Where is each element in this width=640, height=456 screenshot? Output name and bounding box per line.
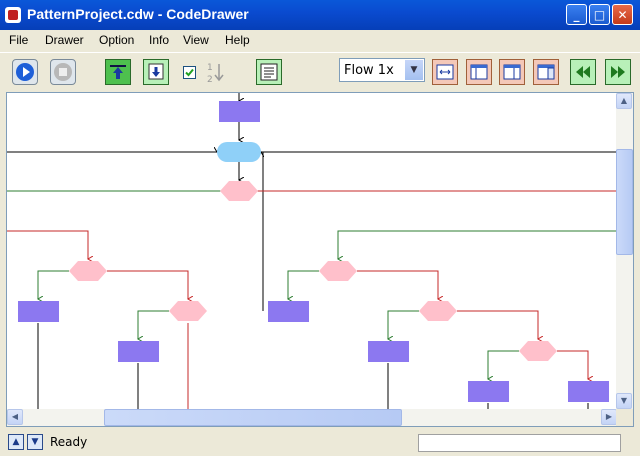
code-view-button[interactable] — [256, 59, 282, 85]
play-icon — [16, 63, 34, 81]
flowchart-diagram — [7, 93, 617, 409]
true-branch-line — [488, 350, 519, 379]
horizontal-scrollbar[interactable]: ◀ ▶ — [7, 409, 617, 426]
menu-info[interactable]: Info — [149, 33, 170, 47]
numbering-icon[interactable]: 12 — [202, 59, 228, 85]
process-box[interactable] — [368, 341, 409, 362]
flowchart-canvas[interactable]: ▲ ▼ ◀ ▶ — [6, 92, 634, 427]
flow-speed-select[interactable]: Flow 1x ▼ — [339, 58, 425, 82]
scroll-corner — [616, 409, 633, 426]
menu-help[interactable]: Help — [225, 33, 250, 47]
decision-node[interactable] — [519, 341, 557, 361]
false-branch-line — [357, 270, 438, 299]
window-title: PatternProject.cdw - CodeDrawer — [27, 6, 249, 22]
horizontal-scroll-thumb[interactable] — [104, 409, 402, 426]
checkbox-icon[interactable] — [183, 66, 196, 79]
true-branch-line — [38, 270, 69, 299]
scroll-right-icon[interactable]: ▶ — [601, 409, 617, 425]
menu-bar: File Drawer Option Info View Help — [0, 30, 640, 50]
status-panel — [418, 434, 621, 452]
right-panel-icon — [503, 64, 521, 80]
false-branch-line — [557, 350, 588, 379]
process-box[interactable] — [18, 301, 59, 322]
full-panel-button[interactable] — [533, 59, 559, 85]
process-box[interactable] — [219, 101, 260, 122]
decision-node[interactable] — [319, 261, 357, 281]
stop-icon — [54, 63, 72, 81]
move-up-button[interactable] — [105, 59, 131, 85]
vertical-scroll-thumb[interactable] — [616, 149, 633, 255]
decision-node[interactable] — [419, 301, 457, 321]
move-down-button[interactable] — [143, 59, 169, 85]
left-panel-button[interactable] — [466, 59, 492, 85]
chevron-down-icon[interactable]: ▼ — [405, 60, 423, 80]
scroll-top-icon[interactable]: ▲ — [8, 434, 24, 450]
false-branch-line — [107, 270, 188, 299]
left-panel-icon — [470, 64, 488, 80]
rewind-icon — [576, 66, 590, 78]
true-branch-line — [288, 270, 319, 299]
stop-button[interactable] — [50, 59, 76, 85]
scroll-left-icon[interactable]: ◀ — [7, 409, 23, 425]
true-branch-line — [138, 310, 169, 339]
panel-icon — [537, 64, 555, 80]
rewind-button[interactable] — [570, 59, 596, 85]
scroll-bottom-icon[interactable]: ▼ — [27, 434, 43, 450]
process-box[interactable] — [568, 381, 609, 402]
process-box[interactable] — [268, 301, 309, 322]
fit-width-button[interactable] — [432, 59, 458, 85]
app-icon — [5, 7, 21, 23]
title-bar: PatternProject.cdw - CodeDrawer _ □ ✕ — [0, 0, 640, 30]
minimize-button[interactable]: _ — [566, 4, 587, 25]
menu-file[interactable]: File — [9, 33, 29, 47]
menu-drawer[interactable]: Drawer — [45, 33, 84, 47]
scroll-down-icon[interactable]: ▼ — [616, 393, 632, 409]
vertical-scrollbar[interactable]: ▲ ▼ — [616, 93, 633, 409]
menu-option[interactable]: Option — [99, 33, 135, 47]
svg-text:2: 2 — [207, 75, 213, 85]
run-button[interactable] — [12, 59, 38, 85]
true-branch-line — [338, 230, 617, 259]
true-branch-line — [388, 310, 419, 339]
status-text: Ready — [50, 435, 88, 449]
maximize-button[interactable]: □ — [589, 4, 610, 25]
right-panel-button[interactable] — [499, 59, 525, 85]
svg-text:1: 1 — [207, 63, 213, 73]
false-branch-line — [7, 230, 88, 259]
decision-node[interactable] — [220, 181, 258, 201]
flow-speed-value: Flow 1x — [344, 63, 394, 78]
false-branch-line — [457, 310, 538, 339]
scroll-up-icon[interactable]: ▲ — [616, 93, 632, 109]
process-box[interactable] — [118, 341, 159, 362]
close-button[interactable]: ✕ — [612, 4, 633, 25]
decision-node[interactable] — [69, 261, 107, 281]
process-box[interactable] — [468, 381, 509, 402]
arrow-down-icon — [148, 63, 164, 80]
fit-width-icon — [436, 64, 454, 80]
arrow-up-icon — [110, 65, 126, 79]
fast-forward-button[interactable] — [605, 59, 631, 85]
loop-terminal[interactable] — [217, 142, 261, 162]
document-icon — [260, 63, 278, 81]
fast-forward-icon — [611, 66, 625, 78]
status-bar: ▲ ▼ Ready — [0, 430, 640, 456]
decision-node[interactable] — [169, 301, 207, 321]
menu-view[interactable]: View — [183, 33, 209, 47]
